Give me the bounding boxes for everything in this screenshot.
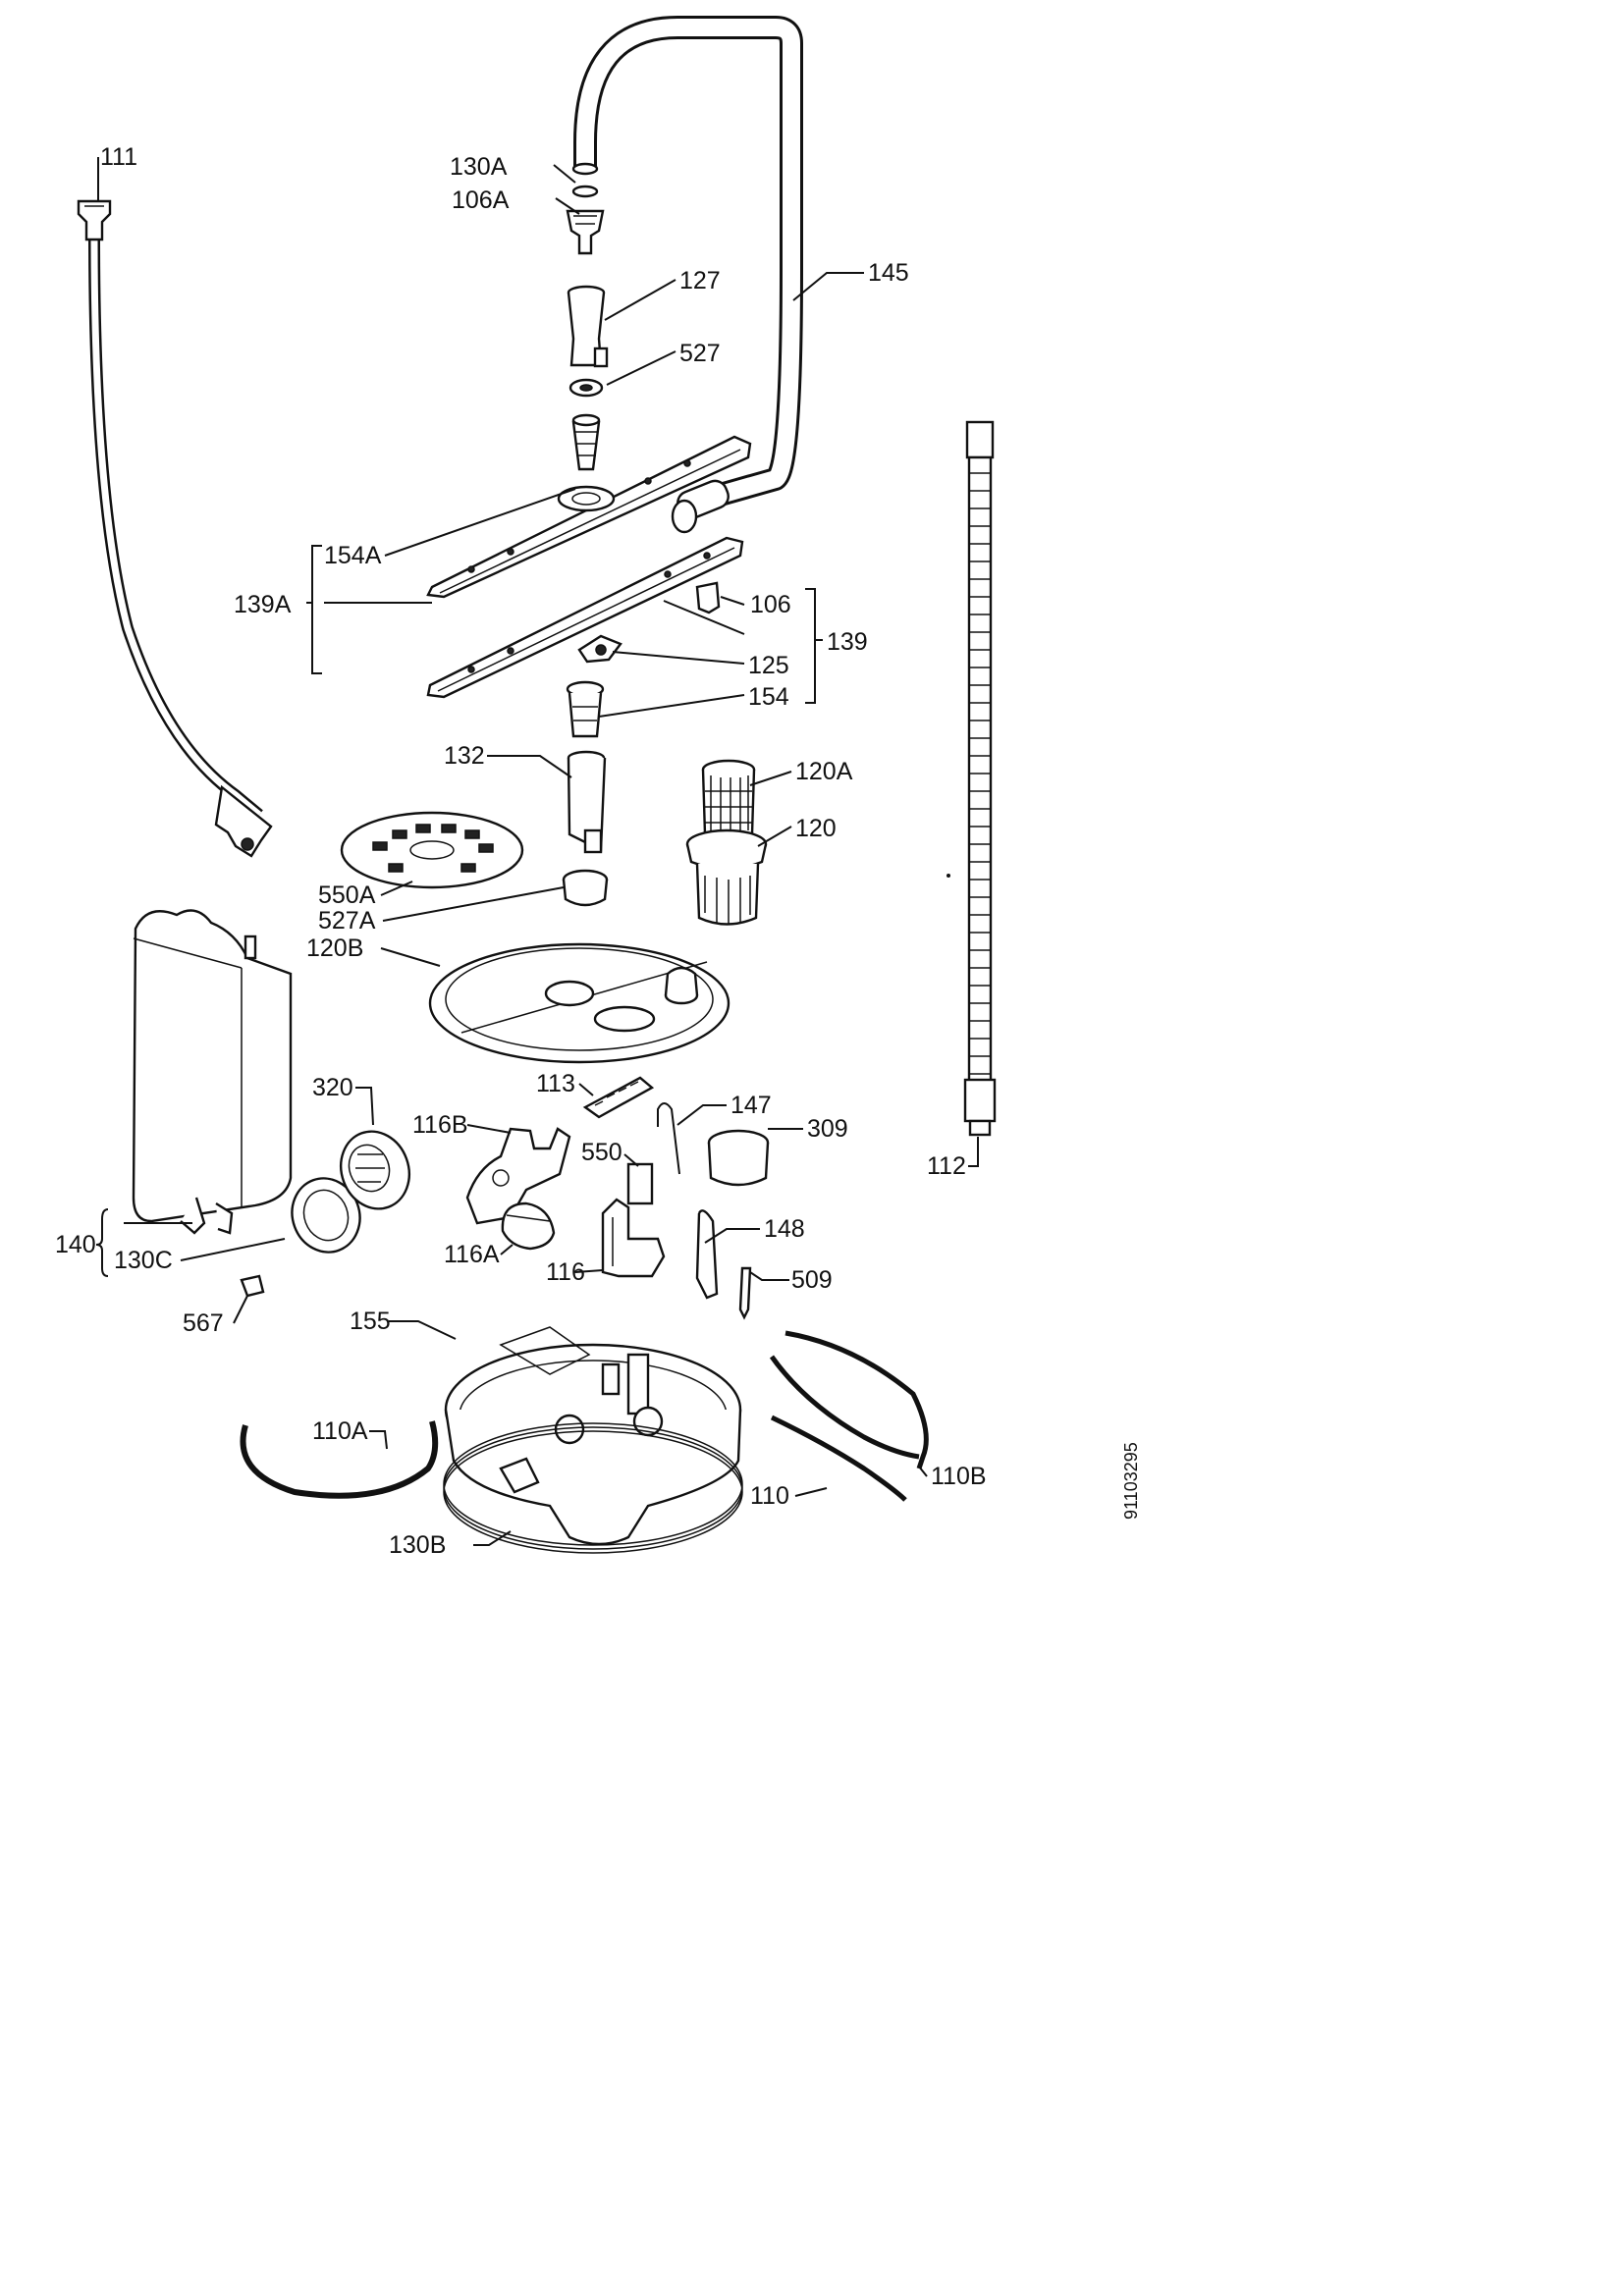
label-130A: 130A [450, 153, 508, 181]
label-111: 111 [100, 143, 137, 171]
part-113-heater [582, 1076, 655, 1119]
label-550A: 550A [318, 881, 376, 909]
part-130C-ring-seal [291, 1177, 361, 1254]
label-154A: 154A [324, 542, 382, 569]
label-110B: 110B [931, 1463, 987, 1490]
label-155: 155 [350, 1308, 391, 1335]
part-550-block [626, 1162, 654, 1205]
part-154-hub [566, 680, 605, 738]
part-127-pipe-coupling [567, 285, 609, 368]
part-labels: 111 130A 106A 127 145 527 154A 139A 106 … [55, 143, 987, 1559]
part-527A-ring-nut [562, 869, 609, 907]
part-139A-upper-spray-arm [426, 413, 752, 599]
part-111-inlet-hose [77, 199, 273, 858]
part-155-sump [444, 1326, 742, 1546]
label-116: 116 [546, 1258, 585, 1286]
part-139-lower-spray-arm [426, 536, 744, 699]
label-116B: 116B [412, 1111, 468, 1139]
label-139: 139 [827, 628, 868, 656]
label-148: 148 [764, 1215, 805, 1243]
part-106A-connector [566, 209, 605, 255]
label-120B: 120B [306, 934, 363, 962]
document-code: 91103295 [1121, 1442, 1141, 1520]
label-130B: 130B [389, 1531, 446, 1559]
label-140: 140 [55, 1231, 96, 1258]
stray-dot [947, 874, 950, 878]
part-147-bracket [657, 1102, 680, 1175]
label-110: 110 [750, 1482, 789, 1510]
label-120: 120 [795, 815, 837, 842]
part-148-spring-clip [695, 1209, 719, 1300]
label-120A: 120A [795, 758, 853, 785]
label-154: 154 [748, 683, 789, 711]
part-116A-dome [501, 1201, 556, 1251]
part-309-cap [707, 1129, 770, 1187]
label-527: 527 [679, 340, 721, 367]
part-106-clip [695, 581, 721, 614]
label-125: 125 [748, 652, 789, 679]
part-132-tube [567, 750, 607, 854]
part-130B-sump-seal [443, 1422, 743, 1554]
part-116-housing [601, 1198, 666, 1278]
label-147: 147 [730, 1092, 772, 1119]
label-110A: 110A [312, 1417, 368, 1445]
leader-lines [95, 157, 979, 1546]
label-550: 550 [581, 1139, 622, 1166]
part-130A-o-ring [571, 185, 599, 198]
part-527-nut [568, 378, 604, 398]
part-140-container [132, 909, 293, 1235]
part-110-cord [770, 1415, 907, 1502]
label-106: 106 [750, 591, 791, 618]
label-112: 112 [927, 1152, 966, 1180]
part-550A-filter-disc [340, 811, 524, 889]
part-112-drain-hose [963, 420, 997, 1137]
part-145-supply-pipe [571, 16, 803, 534]
label-145: 145 [868, 259, 909, 287]
part-116B-valve [465, 1127, 571, 1225]
label-116A: 116A [444, 1241, 500, 1268]
part-110B-cord [769, 1330, 929, 1469]
label-320: 320 [312, 1074, 353, 1101]
label-132: 132 [444, 742, 485, 770]
label-309: 309 [807, 1115, 848, 1143]
part-320-cap [340, 1130, 410, 1210]
part-120B-flat-filter [428, 942, 730, 1064]
label-527A: 527A [318, 907, 376, 934]
label-567: 567 [183, 1309, 224, 1337]
part-110A-cord [240, 1420, 439, 1499]
label-509: 509 [791, 1266, 833, 1294]
part-509-pin [738, 1266, 752, 1320]
label-130C: 130C [114, 1247, 173, 1274]
label-127: 127 [679, 267, 721, 294]
label-113: 113 [536, 1070, 575, 1097]
part-125-bearing [577, 634, 622, 664]
label-106A: 106A [452, 187, 510, 214]
part-567-clip [240, 1274, 265, 1298]
label-139A: 139A [234, 591, 292, 618]
part-120-filter [685, 759, 768, 926]
